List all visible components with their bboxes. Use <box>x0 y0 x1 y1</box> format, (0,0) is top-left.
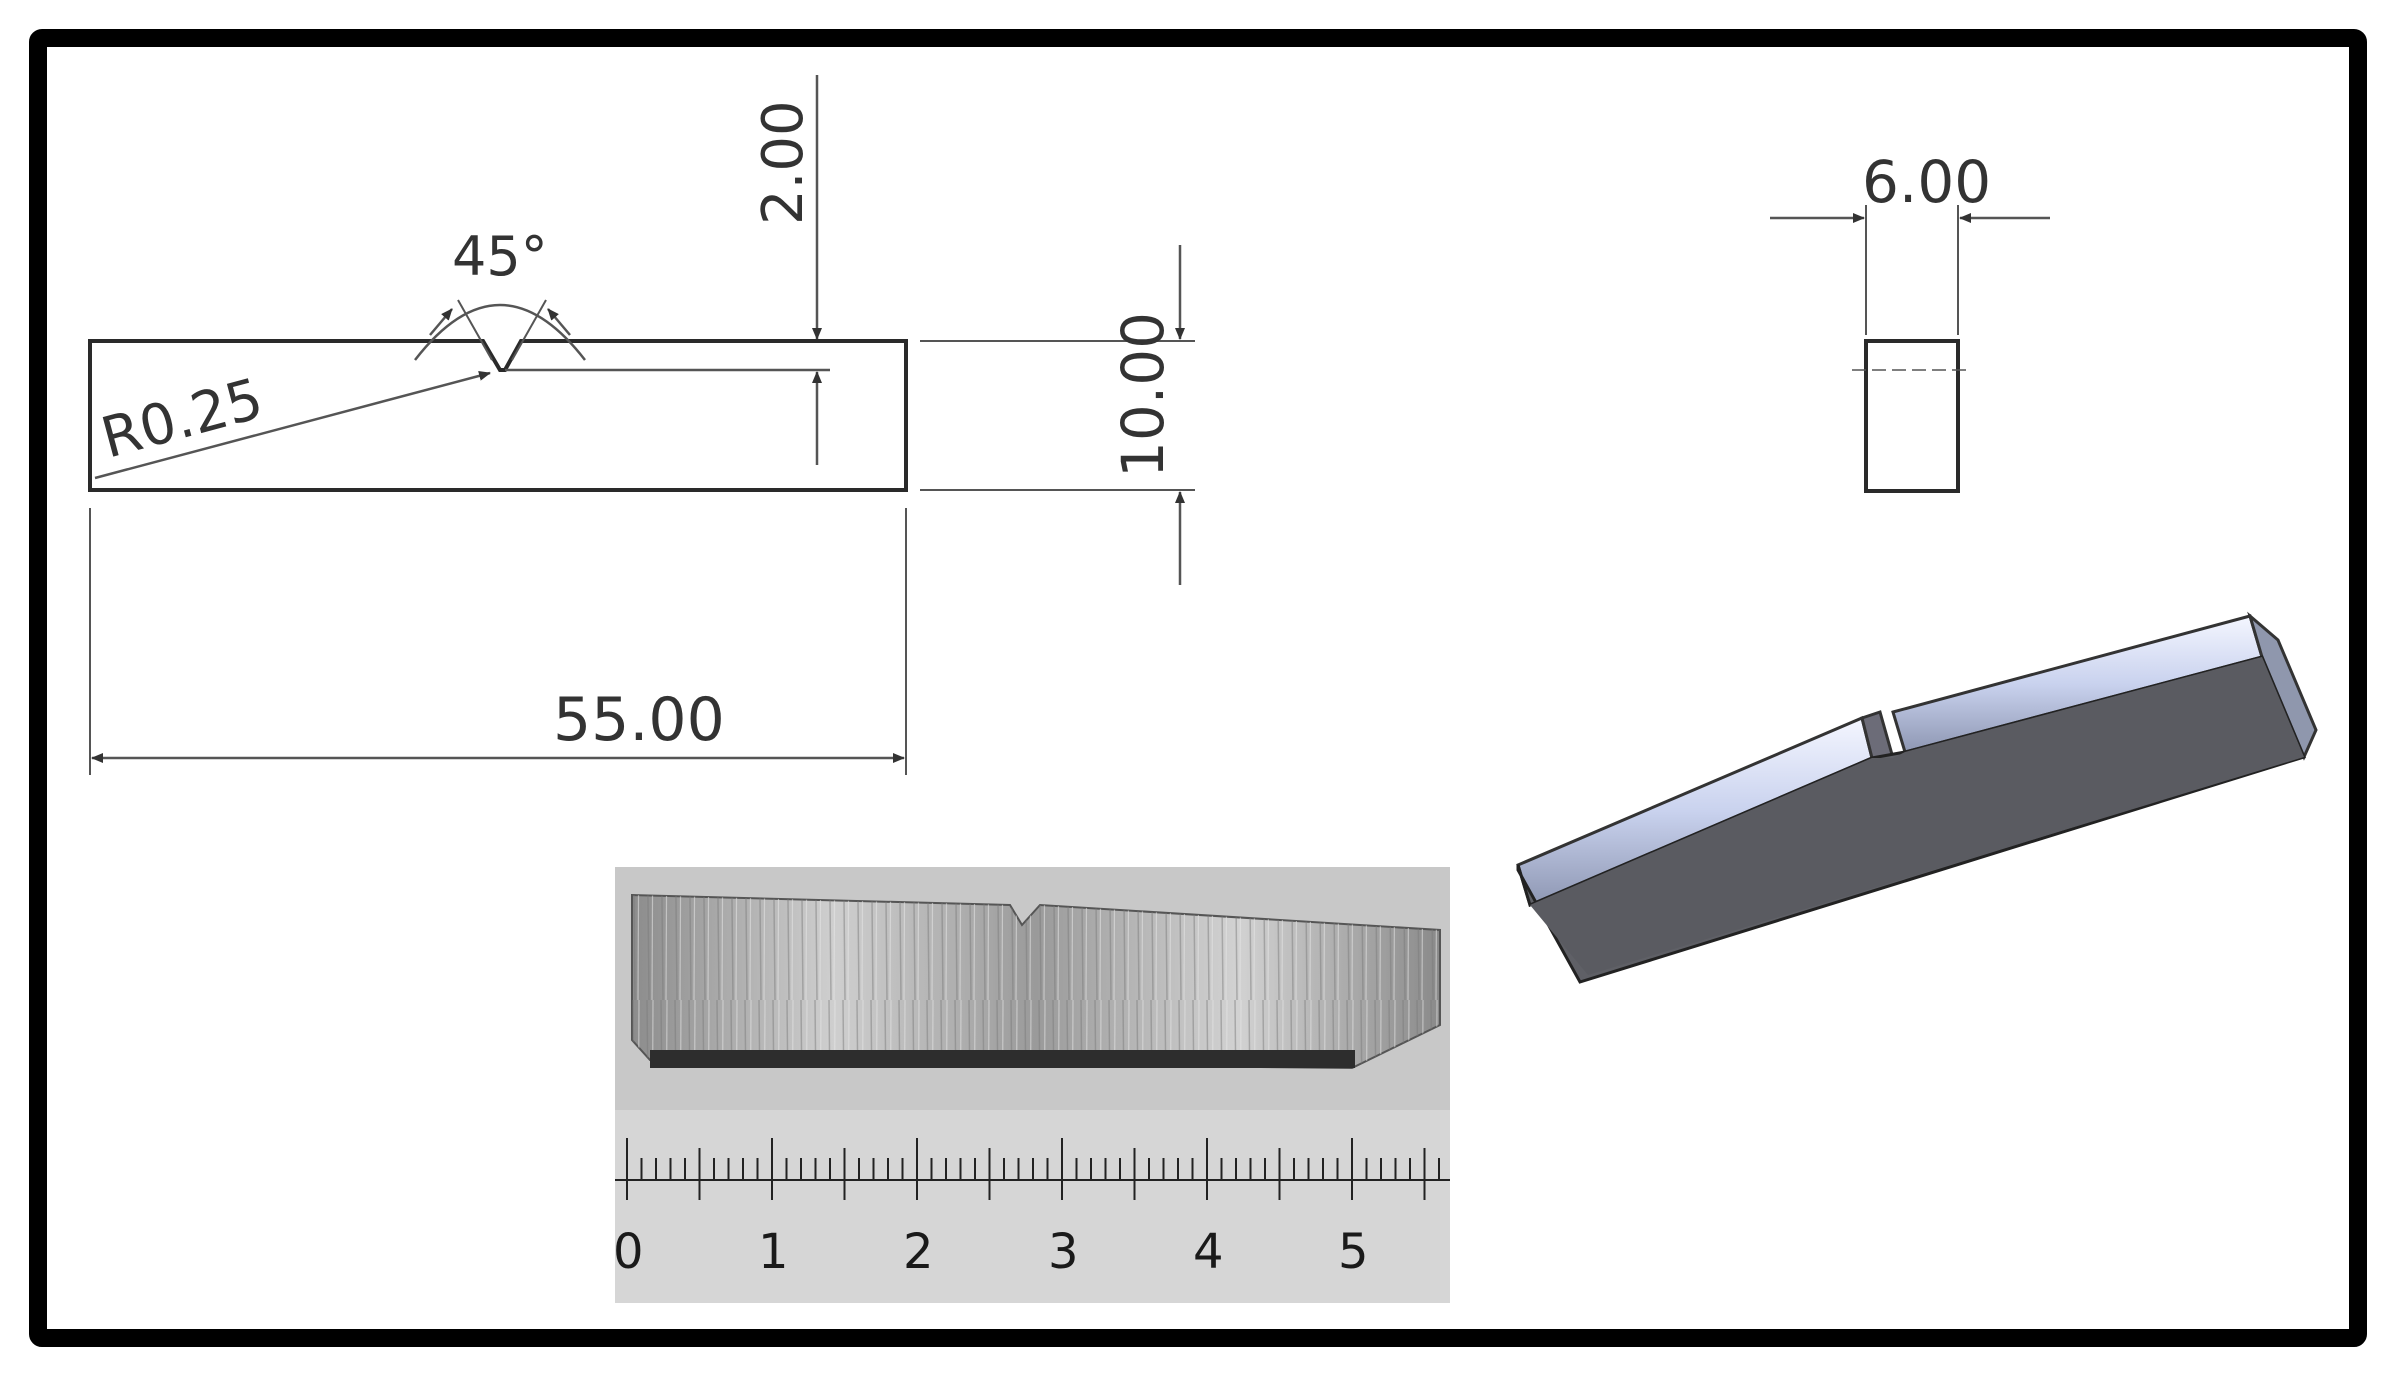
specimen-photo: 0 1 2 3 4 5 <box>613 867 1450 1303</box>
length-label: 55.00 <box>553 685 725 755</box>
angle-arrow-left <box>429 308 453 336</box>
ruler-number: 5 <box>1338 1224 1369 1280</box>
ruler-numbers: 0 1 2 3 4 5 <box>613 1224 1369 1280</box>
angle-arc <box>414 303 586 361</box>
isometric-model <box>1516 611 2318 984</box>
angle-witness-right <box>511 299 547 361</box>
ruler-ticks <box>626 1138 1440 1200</box>
notch-angle-label: 45° <box>452 225 548 288</box>
ruler-number: 4 <box>1193 1224 1224 1280</box>
front-view-outline <box>88 339 908 492</box>
side-view-outline <box>1864 339 1960 493</box>
ruler-number: 2 <box>903 1224 934 1280</box>
ruler-number: 1 <box>758 1224 789 1280</box>
model-end-face <box>2247 611 2318 761</box>
width-label: 6.00 <box>1862 148 1991 216</box>
photo-ruler <box>615 1110 1450 1303</box>
ruler-number: 0 <box>613 1224 644 1280</box>
angle-witness-left <box>457 299 493 361</box>
photo-specimen-edge <box>650 1050 1355 1068</box>
radius-leader <box>94 370 491 480</box>
side-view: 6.00 <box>1770 148 2050 493</box>
ruler-number: 3 <box>1048 1224 1079 1280</box>
angle-arrow-right <box>547 308 571 336</box>
outer-frame <box>29 29 2367 1347</box>
height-label: 10.00 <box>1109 312 1177 478</box>
notch-depth-label: 2.00 <box>751 100 816 225</box>
front-view: 2.00 45° R0.25 10.00 55.00 <box>88 75 1195 775</box>
